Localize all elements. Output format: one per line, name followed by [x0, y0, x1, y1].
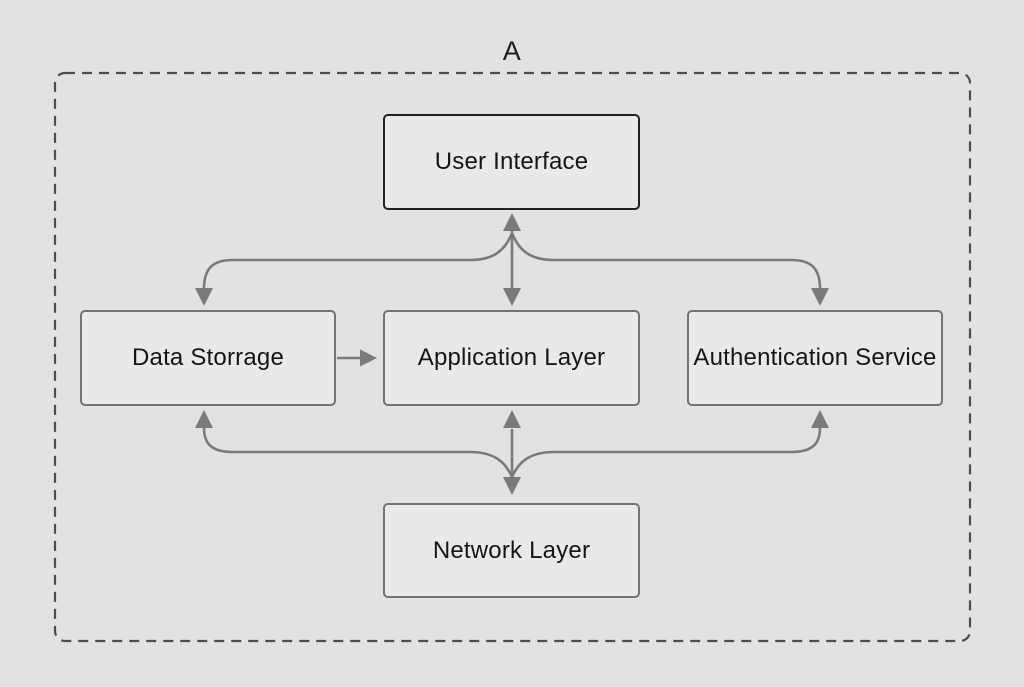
- arrowhead-down-into-data-storage: [195, 288, 213, 306]
- arrow-network-to-auth-service: [510, 427, 822, 478]
- node-network-layer-label: Network Layer: [432, 536, 591, 564]
- arrowhead-up-into-data-storage: [195, 410, 213, 428]
- connector-group: [202, 231, 822, 478]
- node-user-interface-label: User Interface: [434, 148, 589, 175]
- arrow-network-to-data-storage: [202, 427, 514, 478]
- dashed-container-border: [53, 71, 972, 643]
- arrowhead-down-into-network-layer: [503, 477, 521, 495]
- node-data-storage: Data Storrage: [80, 310, 336, 406]
- arrow-ui-to-data-storage: [202, 232, 514, 290]
- container-label: A: [502, 36, 522, 66]
- node-application-layer-label: Application Layer: [417, 344, 606, 371]
- node-data-storage-label: Data Storrage: [131, 344, 284, 371]
- node-network-layer: Network Layer: [383, 503, 640, 598]
- node-application-layer: Application Layer: [383, 310, 640, 406]
- node-authentication-service-label: Authentication Service: [693, 344, 937, 371]
- arrowhead-right-into-application-layer: [360, 349, 377, 367]
- node-authentication-service: Authentication Service: [687, 310, 943, 406]
- arrow-ui-to-auth-service: [510, 232, 822, 290]
- arrowhead-up-into-application-layer: [503, 410, 521, 428]
- node-user-interface: User Interface: [383, 114, 640, 210]
- arrowhead-up-into-user-interface: [503, 213, 521, 231]
- arrowhead-down-into-auth-service: [811, 288, 829, 306]
- arrowhead-up-into-auth-service: [811, 410, 829, 428]
- arrowhead-group: [195, 213, 829, 495]
- arrowhead-down-into-application-layer: [503, 288, 521, 306]
